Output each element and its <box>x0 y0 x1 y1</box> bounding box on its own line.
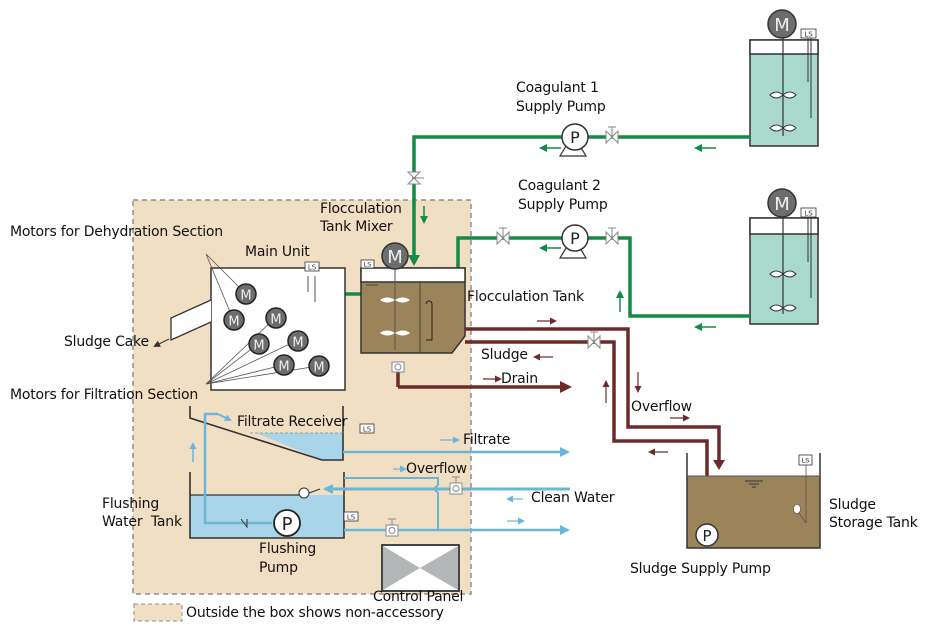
filtrate-receiver-label: Filtrate Receiver <box>237 414 348 430</box>
motor-icon: M <box>235 283 257 305</box>
valve-icon <box>406 171 424 185</box>
filtrate-receiver: LS <box>189 406 375 461</box>
sludge-overflow-label: Overflow <box>631 399 692 415</box>
flushing-tank-label-2: Water Tank <box>102 514 182 530</box>
valve-icon <box>605 126 619 145</box>
coagulant-2-supply-pump: P <box>558 224 589 259</box>
svg-text:M: M <box>228 315 239 330</box>
flushing-pump: P <box>273 509 301 537</box>
level-switch-label: LS <box>804 31 813 39</box>
coagulant1-pump-label-2: Supply Pump <box>516 99 606 115</box>
coagulant2-pump-label-1: Coagulant 2 <box>518 178 601 194</box>
motor-icon: M <box>248 333 270 355</box>
motor-icon: M <box>223 309 245 331</box>
motor-icon: M <box>273 354 295 376</box>
legend-swatch <box>133 603 183 622</box>
flushing-pump-label-2: Pump <box>259 560 298 576</box>
flushing-tank-label-1: Flushing <box>102 496 160 512</box>
main-unit-label: Main Unit <box>245 244 310 260</box>
svg-text:M: M <box>313 361 324 376</box>
control-panel <box>381 544 460 592</box>
overflow-water-line <box>344 477 439 530</box>
svg-text:P: P <box>282 514 293 535</box>
sludge-cake-label: Sludge Cake <box>64 334 149 350</box>
control-panel-label: Control Panel <box>373 589 464 605</box>
main-unit-motors: M M M M M M M <box>223 283 330 377</box>
svg-text:LS: LS <box>347 514 356 522</box>
svg-text:M: M <box>278 360 289 375</box>
svg-text:LS: LS <box>308 264 317 272</box>
drain-label: Drain <box>501 371 538 387</box>
coagulant-tank-1: LS <box>749 28 819 147</box>
water-overflow-label: Overflow <box>406 461 467 477</box>
svg-text:LS: LS <box>802 457 810 465</box>
sludge-storage-label-1: Sludge <box>829 497 876 513</box>
svg-text:M: M <box>387 247 403 268</box>
flushing-pump-label-1: Flushing <box>259 541 317 557</box>
flocculation-tank-label: Flocculation Tank <box>467 289 584 305</box>
motors-dehydration-label: Motors for Dehydration Section <box>10 224 223 240</box>
valve-icon <box>605 227 619 246</box>
motors-filtration-label: Motors for Filtration Section <box>10 387 199 403</box>
flocculation-mixer-label-1: Flocculation <box>320 201 402 217</box>
svg-text:M: M <box>774 15 790 36</box>
sludge-supply-pump-label: Sludge Supply Pump <box>630 561 771 577</box>
svg-text:LS: LS <box>364 261 372 269</box>
flushing-water-tank: LS <box>189 472 359 539</box>
valve-icon <box>385 518 399 537</box>
sludge-supply-line <box>465 340 709 525</box>
motor-icon: M <box>287 330 309 352</box>
sludge-overflow-line <box>465 327 721 462</box>
coagulant-1-line <box>412 135 750 262</box>
svg-text:LS: LS <box>804 210 813 218</box>
sludge-storage-label-2: Storage Tank <box>829 515 918 531</box>
coagulant-tank-2-mixer-motor: M <box>767 188 797 218</box>
coagulant1-pump-label-1: Coagulant 1 <box>516 80 599 96</box>
motor-icon: M <box>265 307 287 329</box>
valve-icon <box>587 331 601 350</box>
svg-text:M: M <box>253 339 264 354</box>
valve-icon <box>496 227 510 246</box>
svg-text:M: M <box>270 313 281 328</box>
flocculation-tank: LS <box>360 259 466 354</box>
flushing-water-line <box>203 412 272 525</box>
legend-label: Outside the box shows non-accessory <box>186 605 444 621</box>
valve-icon <box>391 361 405 373</box>
coagulant-tank-1-mixer-motor: M <box>767 9 797 39</box>
svg-text:P: P <box>570 229 580 248</box>
clean-water-label: Clean Water <box>531 490 615 506</box>
leader-lines <box>205 253 319 385</box>
svg-text:P: P <box>702 527 711 545</box>
sludge-label: Sludge <box>481 347 528 363</box>
check-valve-icon <box>240 518 248 529</box>
valve-icon <box>449 476 463 495</box>
sludge-supply-pump: P <box>695 523 719 547</box>
coagulant-1-supply-pump: P <box>558 123 589 157</box>
flocculation-tank-mixer-motor: M <box>381 242 409 270</box>
coagulant-tank-2: LS <box>749 207 819 325</box>
svg-text:M: M <box>240 289 251 304</box>
flocculation-mixer-label-2: Tank Mixer <box>320 219 393 235</box>
svg-text:LS: LS <box>363 426 372 434</box>
svg-text:M: M <box>774 194 790 215</box>
svg-text:M: M <box>292 336 303 351</box>
motor-icon: M <box>308 355 330 377</box>
coagulant2-pump-label-2: Supply Pump <box>518 197 608 213</box>
filtrate-label: Filtrate <box>463 432 511 448</box>
svg-text:P: P <box>570 128 580 147</box>
